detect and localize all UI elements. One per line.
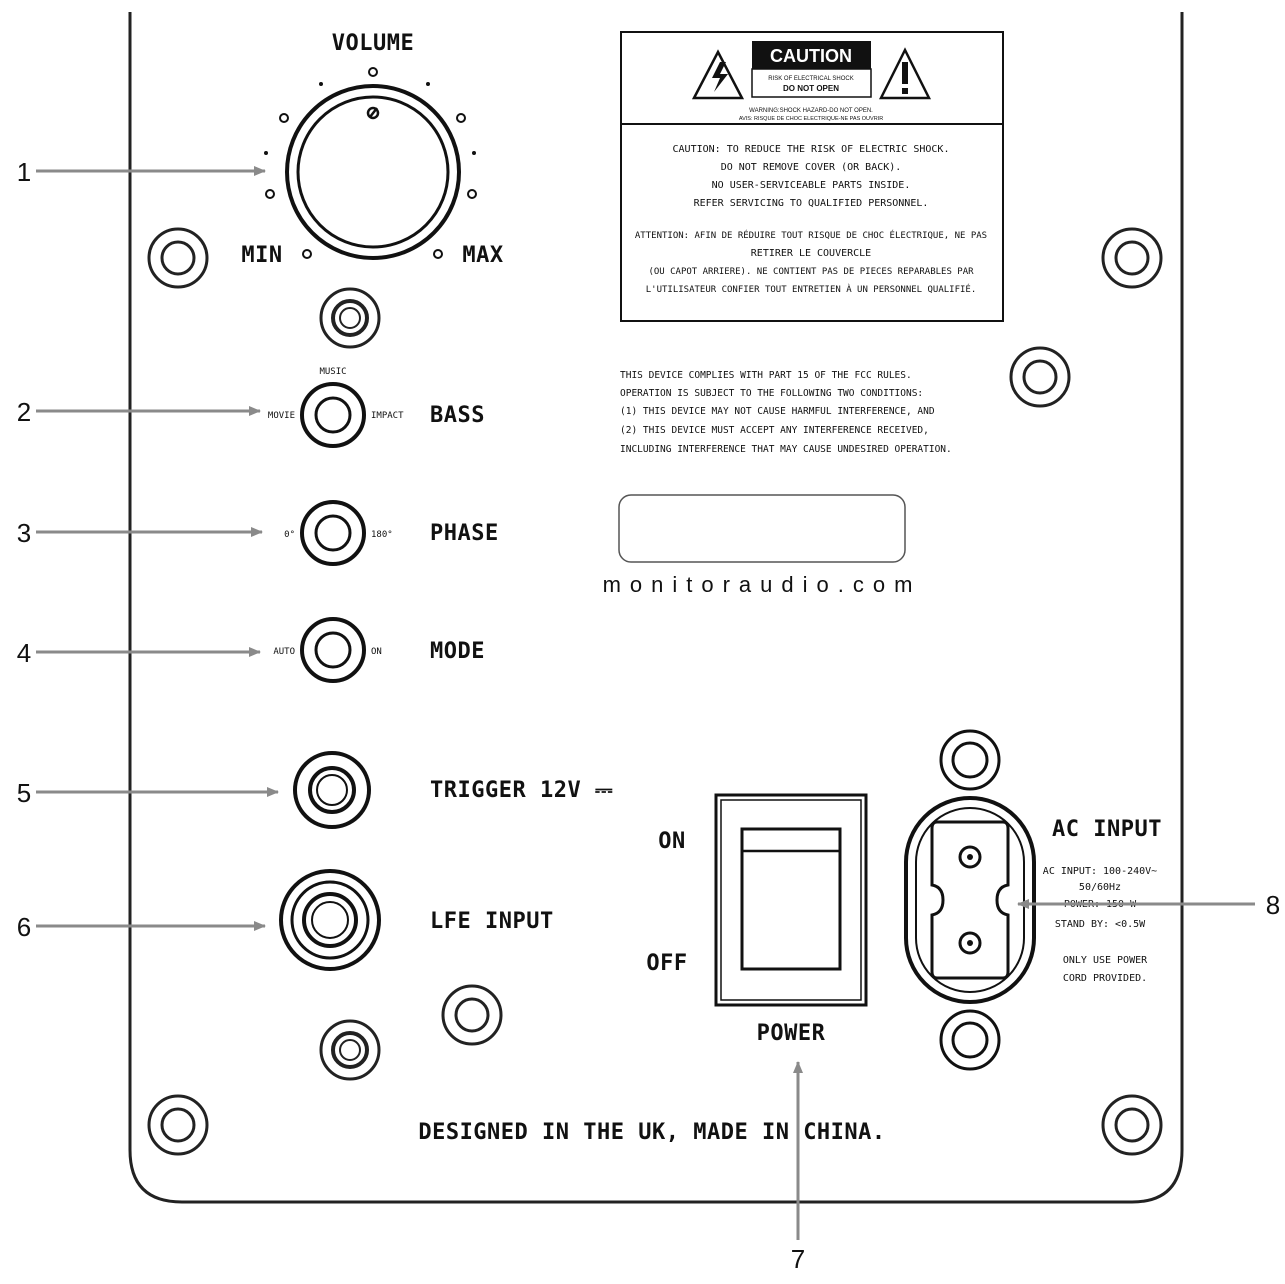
volume-title: VOLUME — [332, 31, 414, 56]
power-off-label: OFF — [646, 951, 687, 976]
ac-note-line: ONLY USE POWER — [1063, 955, 1148, 966]
fcc-line: (1) THIS DEVICE MAY NOT CAUSE HARMFUL IN… — [620, 406, 935, 417]
bass-movie-label: MOVIE — [268, 411, 295, 421]
caution-fr-line: L'UTILISATEUR CONFIER TOUT ENTRETIEN À U… — [646, 283, 977, 295]
screw-lower-mid — [441, 984, 503, 1046]
electric-hazard-icon — [691, 49, 745, 100]
callout-number: 2 — [17, 397, 31, 427]
callout-number: 6 — [17, 912, 31, 942]
phase-switch[interactable] — [300, 500, 366, 566]
lfe-input-label: LFE INPUT — [430, 909, 554, 934]
trigger-jack[interactable] — [293, 751, 371, 829]
caution-fr-line: (OU CAPOT ARRIERE). NE CONTIENT PAS DE P… — [648, 267, 974, 277]
caution-sub1: RISK OF ELECTRICAL SHOCK — [768, 76, 853, 82]
callout-arrows — [36, 166, 1255, 1240]
callout-number: 5 — [17, 778, 31, 808]
bass-label: BASS — [430, 403, 485, 428]
volume-min-label: MIN — [241, 243, 282, 268]
ac-note-line: CORD PROVIDED. — [1063, 973, 1147, 984]
caution-en-line: NO USER-SERVICEABLE PARTS INSIDE. — [712, 180, 911, 191]
serial-label-area — [618, 494, 906, 563]
website-url: monitoraudio.com — [603, 572, 922, 597]
phase-180-label: 180° — [371, 530, 393, 540]
bass-music-label: MUSIC — [319, 367, 346, 377]
screw-top-left — [147, 227, 209, 289]
lfe-input-jack[interactable] — [279, 869, 381, 971]
footer-text: DESIGNED IN THE UK, MADE IN CHINA. — [418, 1120, 885, 1145]
trigger-label: TRIGGER 12V ⎓ — [430, 778, 613, 803]
ac-input-socket[interactable] — [904, 729, 1036, 1071]
bass-impact-label: IMPACT — [371, 411, 404, 421]
callout-number: 3 — [17, 518, 31, 548]
callout-number: 7 — [791, 1244, 805, 1274]
power-switch[interactable] — [714, 793, 868, 1007]
phase-label: PHASE — [430, 521, 499, 546]
caution-en-line: CAUTION: TO REDUCE THE RISK OF ELECTRIC … — [673, 144, 950, 155]
mode-on-label: ON — [371, 647, 382, 657]
screw-top-right — [1101, 227, 1163, 289]
panel-outline — [128, 12, 1184, 1204]
caution-warn2: AVIS: RISQUE DE CHOC ELECTRIQUE-NE PAS O… — [739, 116, 883, 122]
callout-number: 1 — [17, 157, 31, 187]
caution-fr-line: RETIRER LE COUVERCLE — [751, 248, 871, 259]
mode-label: MODE — [430, 639, 485, 664]
caution-sub2: DO NOT OPEN — [783, 84, 839, 93]
volume-sub-connector — [319, 287, 381, 349]
ac-spec-line: STAND BY: <0.5W — [1055, 919, 1146, 930]
screw-mid-right — [1009, 346, 1071, 408]
power-label: POWER — [757, 1021, 826, 1046]
callout-number: 8 — [1266, 890, 1280, 920]
bass-switch[interactable] — [300, 382, 366, 448]
mode-auto-label: AUTO — [273, 647, 295, 657]
bottom-connector — [319, 1019, 381, 1081]
ac-input-title: AC INPUT — [1052, 817, 1162, 842]
warning-icon — [878, 47, 932, 100]
caution-en-line: DO NOT REMOVE COVER (OR BACK). — [721, 162, 902, 173]
caution-warn1: WARNING:SHOCK HAZARD-DO NOT OPEN. — [749, 108, 873, 114]
fcc-line: THIS DEVICE COMPLIES WITH PART 15 OF THE… — [620, 370, 912, 381]
mode-switch[interactable] — [300, 617, 366, 683]
fcc-line: (2) THIS DEVICE MUST ACCEPT ANY INTERFER… — [620, 425, 929, 436]
caution-header: CAUTION — [770, 46, 852, 66]
fcc-statement: THIS DEVICE COMPLIES WITH PART 15 OF THE… — [620, 370, 952, 455]
caution-fr-line: ATTENTION: AFIN DE RÉDUIRE TOUT RISQUE D… — [635, 229, 987, 241]
caution-box: CAUTION RISK OF ELECTRICAL SHOCK DO NOT … — [620, 31, 1004, 322]
callout-number: 4 — [17, 638, 31, 668]
volume-max-label: MAX — [462, 243, 503, 268]
ac-spec-line: 50/60Hz — [1079, 882, 1121, 893]
fcc-line: INCLUDING INTERFERENCE THAT MAY CAUSE UN… — [620, 444, 952, 455]
fcc-line: OPERATION IS SUBJECT TO THE FOLLOWING TW… — [620, 388, 923, 399]
phase-0-label: 0° — [284, 530, 295, 540]
power-on-label: ON — [658, 829, 686, 854]
caution-en-line: REFER SERVICING TO QUALIFIED PERSONNEL. — [694, 198, 929, 209]
volume-knob[interactable] — [285, 84, 461, 260]
screw-bottom-left — [147, 1094, 209, 1156]
screw-bottom-right — [1101, 1094, 1163, 1156]
ac-spec-line: AC INPUT: 100-240V~ — [1043, 866, 1157, 877]
volume-scale-dots — [264, 67, 477, 259]
